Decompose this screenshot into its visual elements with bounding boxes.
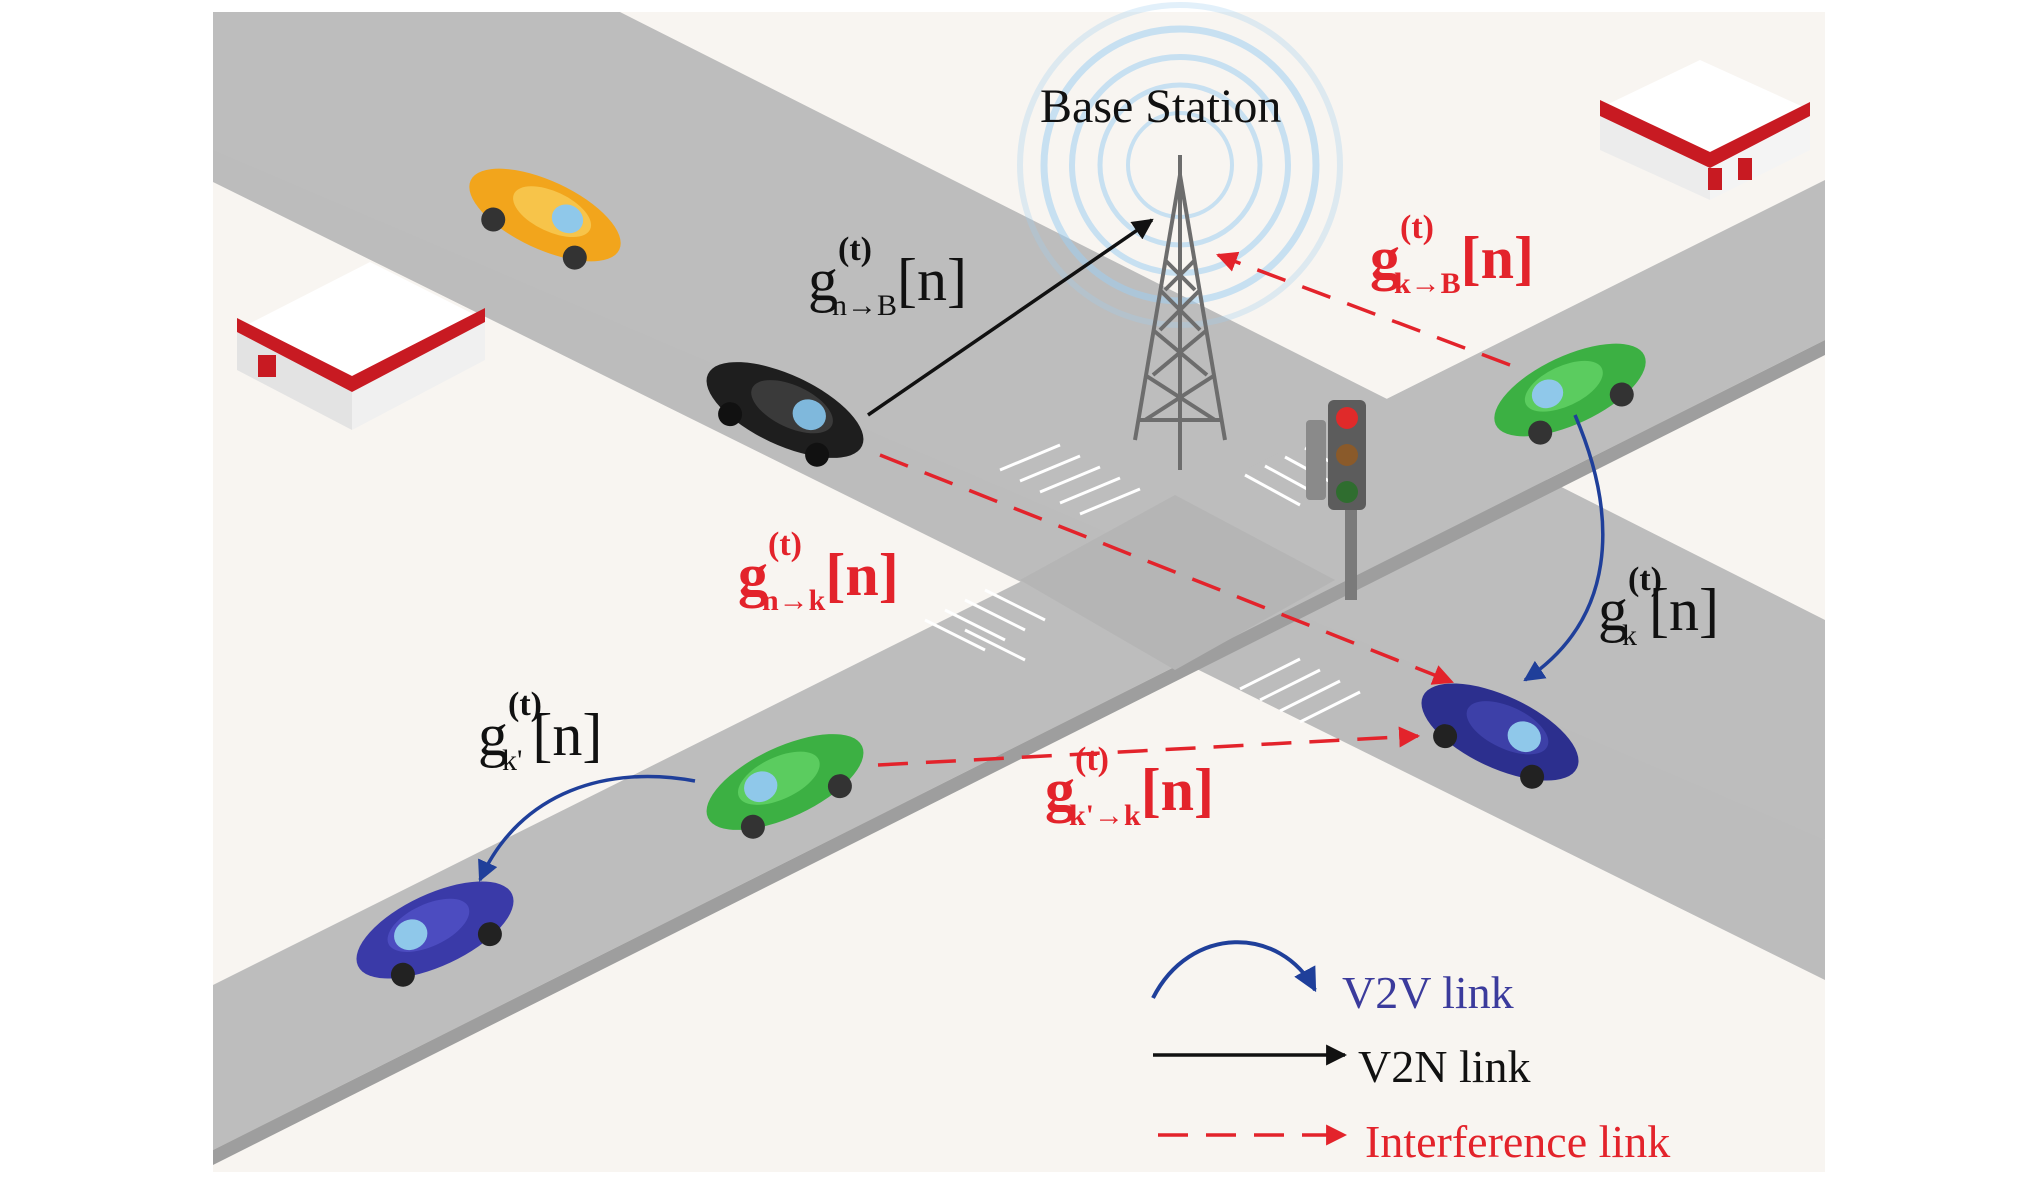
v2v-link-k-arrow	[1523, 414, 1605, 682]
legend: V2V link V2N link Interference link	[1151, 940, 1670, 1167]
road-northeast-southwest	[213, 180, 1825, 1150]
interference-k-to-B-arrow	[1216, 251, 1511, 367]
crosswalk-west	[924, 588, 1046, 662]
label-g-k: g(t)k[n]	[1598, 561, 1719, 652]
interference-n-to-k-arrow	[879, 453, 1454, 685]
car-blue-bottom-left	[356, 881, 514, 987]
v2n-link-arrow	[867, 218, 1154, 417]
label-g-n-to-B: g(t)n→B[n]	[808, 231, 967, 322]
crosswalk-north	[999, 443, 1141, 516]
car-blue-target	[1421, 683, 1579, 789]
legend-v2v-arrow	[1151, 940, 1317, 999]
car-yellow	[469, 168, 621, 270]
legend-v2n-label: V2N link	[1358, 1041, 1531, 1092]
building-right	[1600, 60, 1810, 200]
base-station-label: Base Station	[1040, 80, 1281, 133]
legend-v2v-label: V2V link	[1342, 967, 1514, 1018]
legend-interference-label: Interference link	[1365, 1116, 1670, 1167]
traffic-light	[1306, 400, 1366, 600]
label-g-kprime: g(t)k'[n]	[478, 686, 602, 777]
label-g-k-to-B: g(t)k→B[n]	[1370, 209, 1534, 300]
label-g-kprime-to-k: g(t)k'→k[n]	[1045, 741, 1214, 832]
v2v-link-kprime-arrow	[478, 774, 696, 882]
intersection	[1020, 495, 1335, 670]
building-left	[237, 262, 485, 430]
car-green-top	[1494, 343, 1646, 445]
car-black	[706, 362, 864, 467]
crosswalk-south	[1239, 657, 1361, 724]
interference-kprime-to-k-arrow	[877, 726, 1421, 767]
car-green-bottom	[706, 734, 864, 839]
base-station-tower	[1133, 155, 1227, 470]
label-g-n-to-k: g(t)n→k[n]	[738, 526, 899, 617]
